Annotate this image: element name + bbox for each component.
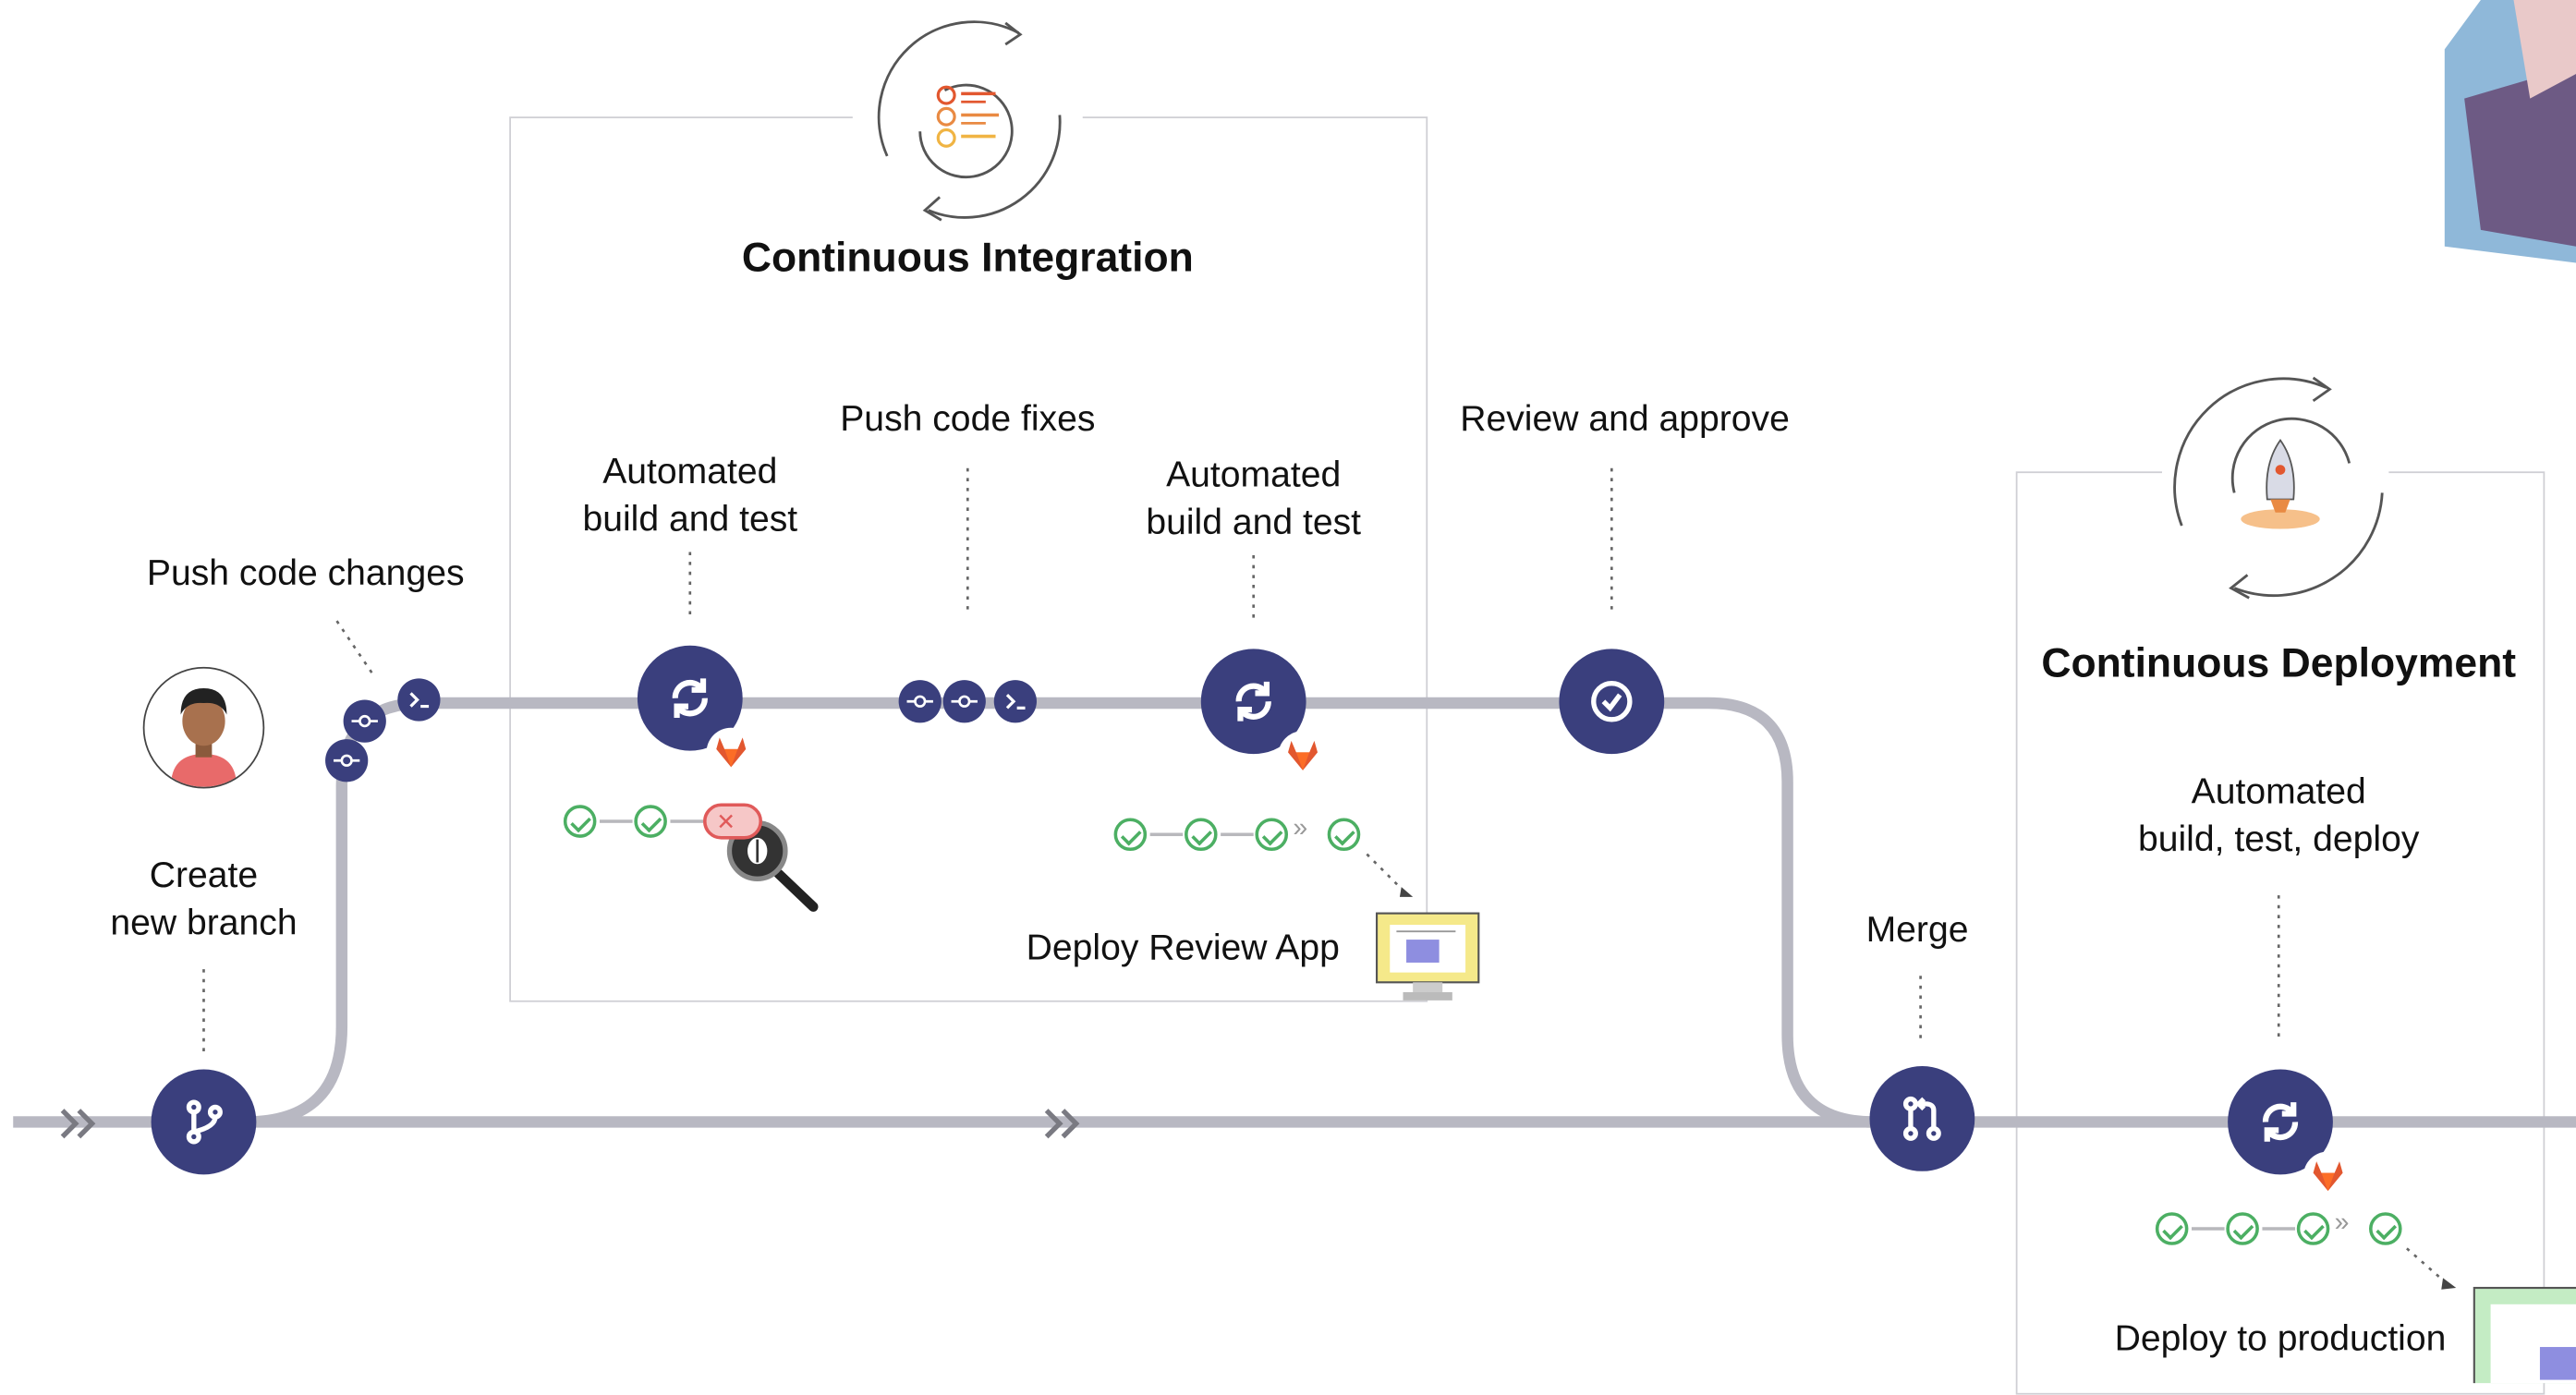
pipeline-status-production: » <box>2155 1208 2418 1249</box>
label-merge: Merge <box>1865 908 1969 950</box>
commit-node-3[interactable] <box>898 680 942 723</box>
avatar <box>142 666 265 789</box>
chevron-icon: » <box>2334 1208 2350 1237</box>
commit-icon <box>951 695 978 708</box>
success-check-icon <box>1185 818 1218 852</box>
gitlab-fox-badge-3 <box>2303 1151 2353 1201</box>
success-check-icon <box>1327 818 1361 852</box>
terminal-icon <box>1005 694 1026 710</box>
merge-node[interactable] <box>1869 1065 1975 1171</box>
gitlab-fox-badge-2 <box>1278 731 1328 781</box>
commit-node-4[interactable] <box>942 680 986 723</box>
create-branch-node[interactable] <box>151 1069 257 1175</box>
chevron-icon <box>60 1109 1080 1139</box>
sync-icon <box>672 678 708 719</box>
gitlab-fox-icon <box>1288 740 1318 770</box>
success-check-icon <box>1113 818 1148 852</box>
label-deploy-production: Deploy to production <box>2114 1317 2447 1359</box>
commit-node-2[interactable] <box>343 699 386 743</box>
chevron-icon: » <box>1293 814 1308 843</box>
commit-icon <box>333 754 360 767</box>
checklist-icon <box>936 85 1000 148</box>
success-check-icon <box>2226 1212 2259 1245</box>
failure-icon: ✕ <box>703 803 763 840</box>
sync-icon <box>2262 1102 2299 1142</box>
gitlab-fox-icon <box>2313 1161 2343 1192</box>
commit-node-1[interactable] <box>325 739 369 782</box>
cd-cycle-icon <box>2173 376 2384 600</box>
rocket-icon <box>2241 439 2320 529</box>
pipeline-status-review: » <box>1113 814 1377 855</box>
terminal-node-1[interactable] <box>397 678 441 722</box>
cd-box <box>2015 471 2546 1395</box>
label-push-code-changes: Push code changes <box>146 552 465 593</box>
thumbnail-icon <box>2444 0 2576 263</box>
pipeline-status-failed: ✕ <box>563 802 777 842</box>
success-check-icon <box>2296 1212 2330 1245</box>
review-approve-node[interactable] <box>1559 649 1665 755</box>
label-automated-1b: build and test <box>582 497 798 540</box>
ci-cycle-icon <box>877 20 1062 222</box>
success-check-icon <box>2155 1212 2189 1245</box>
label-automated-1a: Automated <box>602 450 778 491</box>
success-check-icon <box>2369 1212 2402 1245</box>
label-automated-3a: Automated <box>2191 770 2366 812</box>
label-automated-2a: Automated <box>1166 453 1342 495</box>
gitlab-fox-badge-1 <box>706 727 756 778</box>
label-automated-3b: build, test, deploy <box>2137 818 2420 859</box>
label-push-code-fixes: Push code fixes <box>840 397 1096 439</box>
production-monitor-icon <box>2473 1286 2576 1384</box>
avatar-icon <box>170 688 237 787</box>
cd-title: Continuous Deployment <box>2041 640 2517 687</box>
label-deploy-review-app: Deploy Review App <box>1026 926 1340 968</box>
sync-icon <box>1235 681 1271 722</box>
success-check-icon <box>563 805 597 838</box>
commit-icon <box>906 695 933 708</box>
success-check-icon <box>634 805 667 838</box>
monitor-icon <box>1375 912 1480 1001</box>
gitlab-fox-icon <box>716 737 747 768</box>
ci-title: Continuous Integration <box>741 235 1194 282</box>
check-icon <box>1591 681 1633 722</box>
terminal-icon <box>409 692 430 709</box>
label-review-approve: Review and approve <box>1460 397 1790 439</box>
label-create-branch-2: new branch <box>110 902 298 943</box>
label-automated-2b: build and test <box>1146 501 1362 542</box>
success-check-icon <box>1255 818 1289 852</box>
terminal-node-2[interactable] <box>993 680 1037 723</box>
commit-icon <box>351 714 378 728</box>
merge-request-icon <box>1902 1096 1941 1141</box>
label-create-branch-1: Create <box>149 854 259 896</box>
branch-icon <box>186 1099 223 1145</box>
